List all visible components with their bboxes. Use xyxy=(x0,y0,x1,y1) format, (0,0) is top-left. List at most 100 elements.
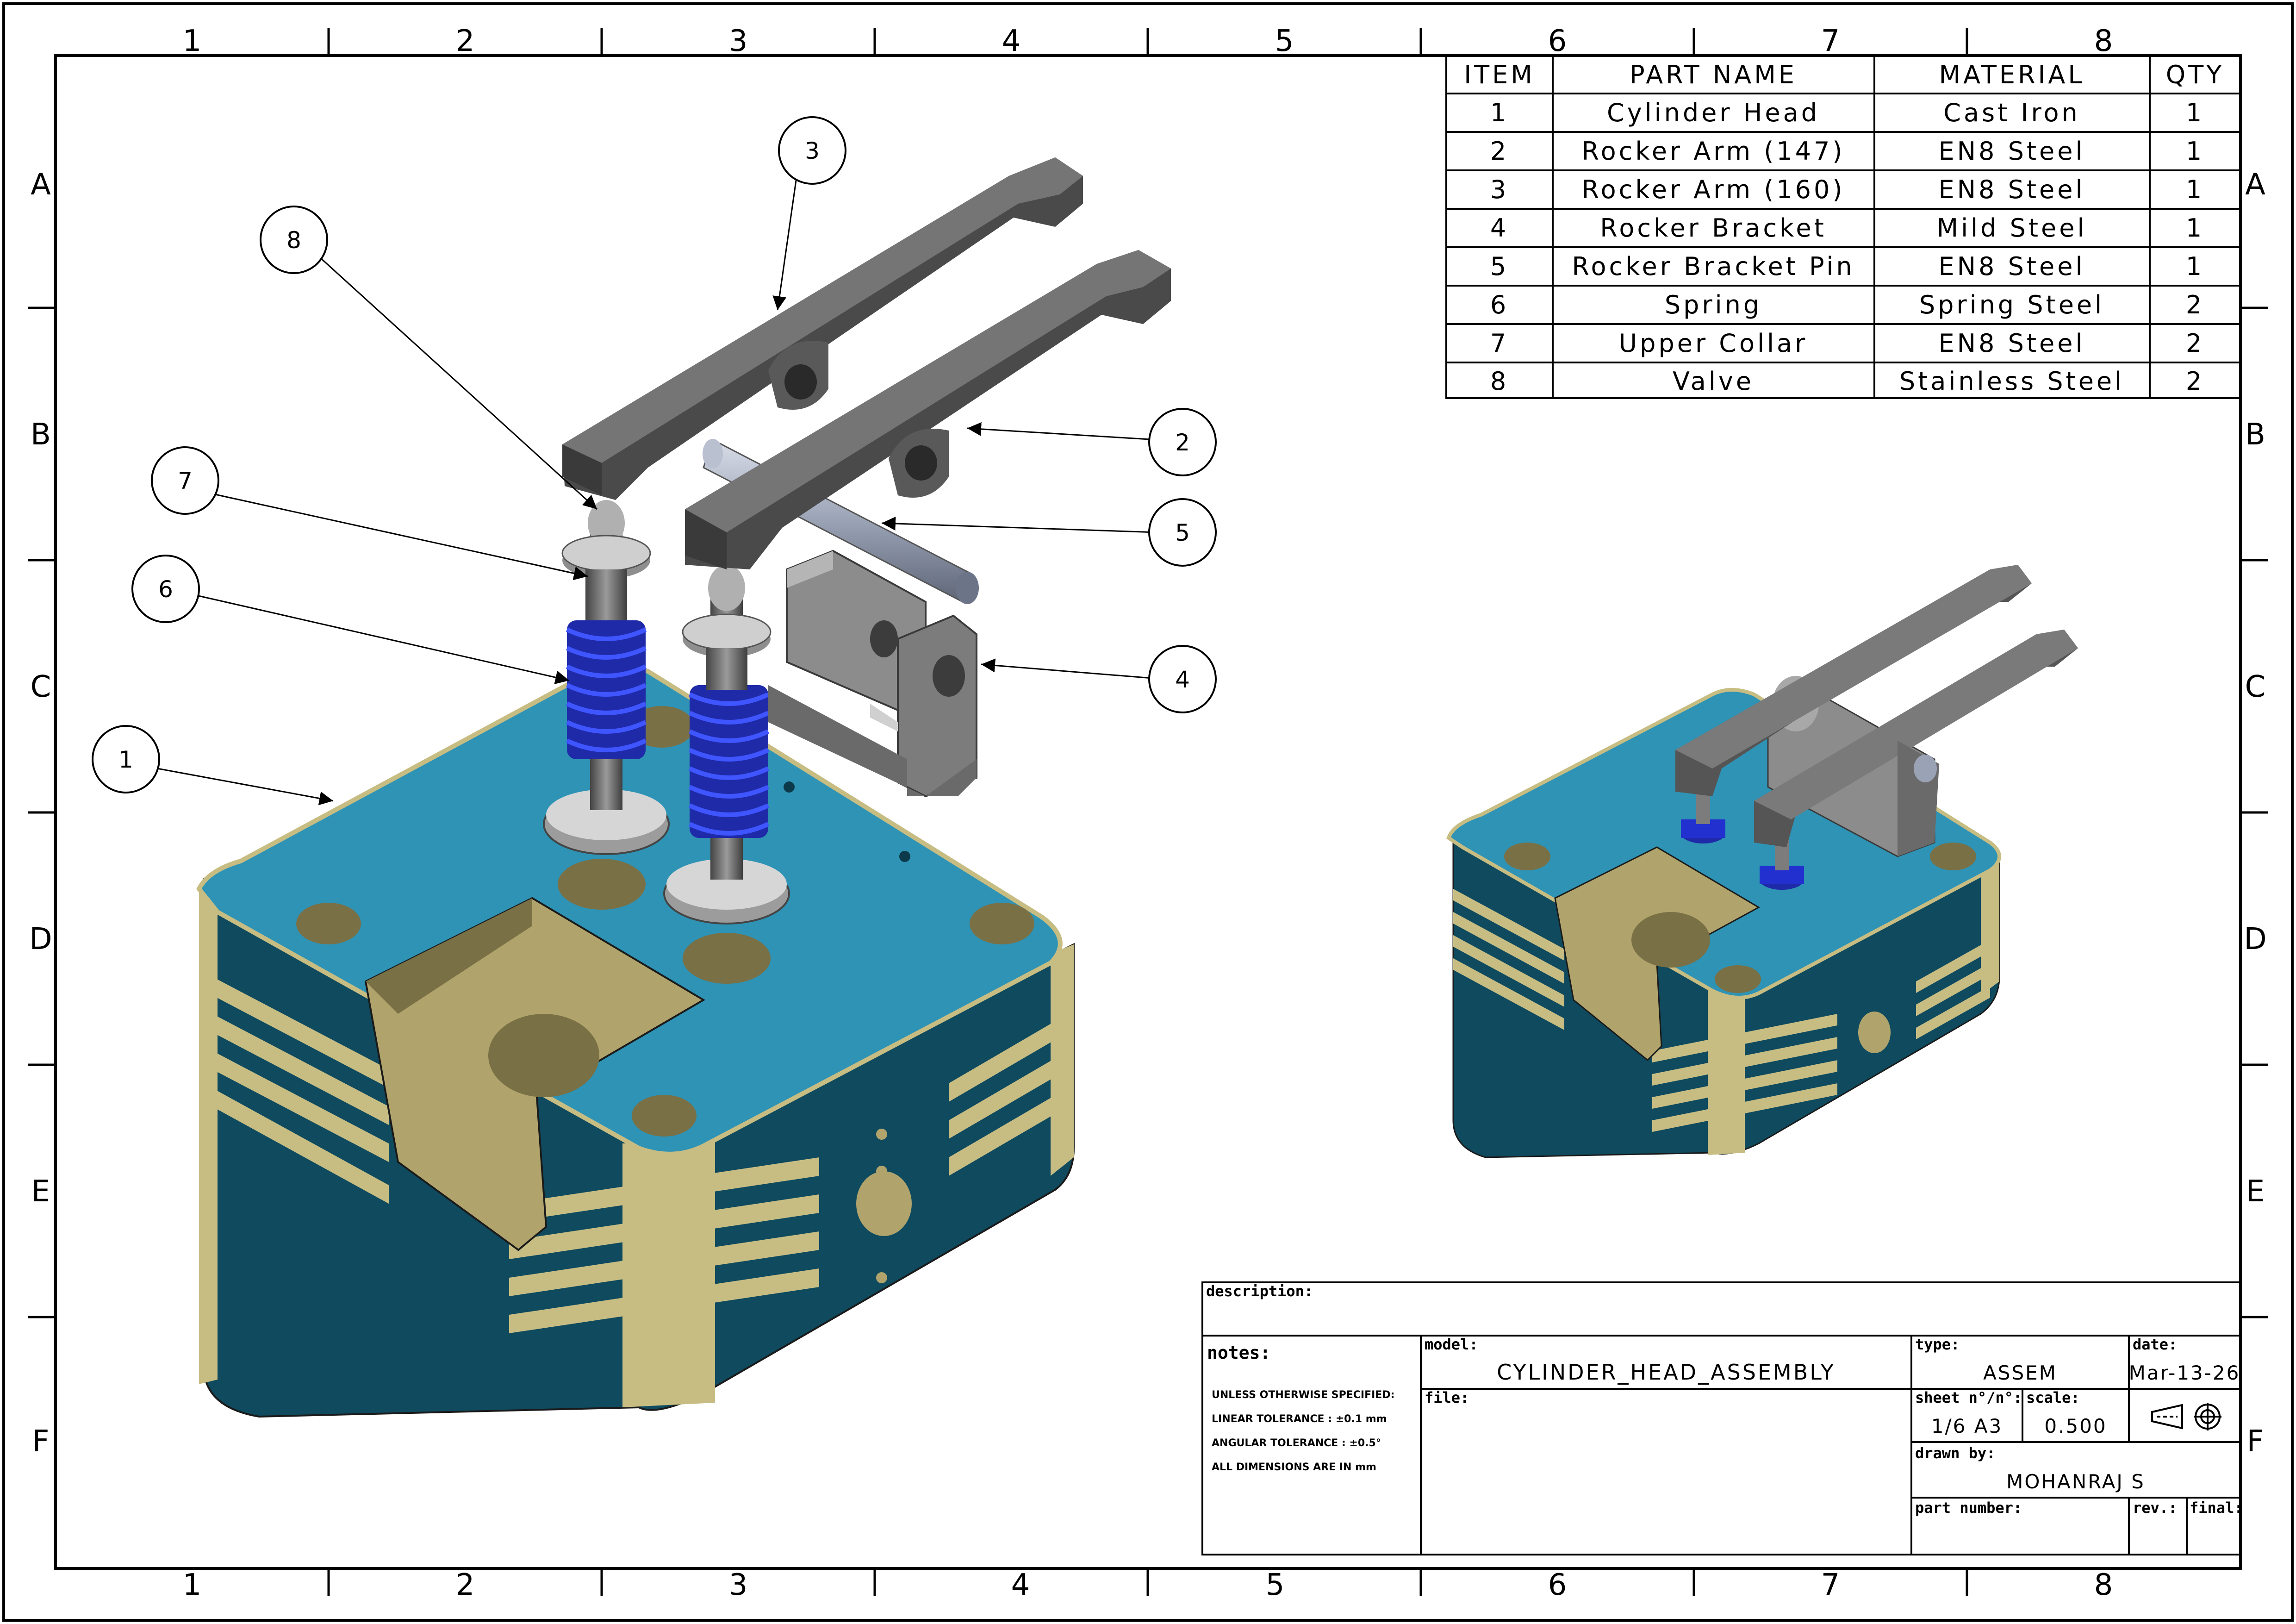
bom-cell-qty: 1 xyxy=(2186,137,2204,166)
zone-col-bottom-1: 1 xyxy=(183,1568,202,1602)
balloon-1: 1 xyxy=(92,725,160,793)
zone-labels: 1 2 3 4 5 6 7 8 1 2 3 4 5 6 7 8 A B C D … xyxy=(29,24,2266,1602)
file-label: file: xyxy=(1425,1389,1469,1406)
svg-text:4: 4 xyxy=(1175,666,1190,693)
rev-label: rev.: xyxy=(2133,1499,2177,1517)
bom-cell-material: Cast Iron xyxy=(1943,98,2080,127)
exploded-assembly-view[interactable]: 3 8 2 5 4 7 6 1 xyxy=(92,116,1217,1418)
spring-left xyxy=(566,620,647,759)
zone-row-left-B: B xyxy=(31,418,51,452)
part-number-label: part number: xyxy=(1915,1499,2022,1517)
final-label: final: xyxy=(2190,1499,2243,1517)
description-label: description: xyxy=(1206,1282,1313,1300)
bom-cell-item: 3 xyxy=(1490,175,1509,204)
sheet-value: 1/6 A3 xyxy=(1931,1415,2003,1437)
zone-row-right-C: C xyxy=(2245,670,2266,704)
notes-label: notes: xyxy=(1207,1343,1270,1363)
svg-text:7: 7 xyxy=(178,468,193,494)
bom-cell-qty: 1 xyxy=(2186,175,2204,204)
svg-text:2: 2 xyxy=(1175,429,1190,456)
type-value: ASSEM xyxy=(1983,1362,2057,1384)
bom-cell-material: Spring Steel xyxy=(1919,290,2104,319)
balloon-8: 8 xyxy=(260,206,328,274)
type-label: type: xyxy=(1915,1336,1960,1353)
bom-cell-item: 7 xyxy=(1490,329,1509,358)
balloon-3: 3 xyxy=(778,116,846,185)
bom-cell-item: 5 xyxy=(1490,252,1509,281)
model-label: model: xyxy=(1425,1336,1478,1353)
zone-col-bottom-5: 5 xyxy=(1266,1568,1285,1602)
bom-cell-part-name: Rocker Bracket xyxy=(1600,213,1827,243)
note-line-3: ANGULAR TOLERANCE : ±0.5° xyxy=(1212,1437,1381,1449)
svg-text:5: 5 xyxy=(1175,519,1190,546)
zone-row-right-B: B xyxy=(2245,418,2265,452)
bom-header-material: MATERIAL xyxy=(1939,60,2085,89)
bom-header-item: ITEM xyxy=(1464,60,1535,89)
zone-row-left-C: C xyxy=(31,670,51,704)
bom-cell-material: EN8 Steel xyxy=(1939,329,2085,358)
zone-col-bottom-2: 2 xyxy=(456,1568,475,1602)
zone-col-top-4: 4 xyxy=(1002,24,1021,58)
zone-row-right-F: F xyxy=(2247,1424,2264,1459)
rocker-arm-160 xyxy=(562,157,1083,500)
zone-col-bottom-7: 7 xyxy=(1821,1568,1840,1602)
bom-cell-qty: 2 xyxy=(2186,290,2204,319)
cylinder-head xyxy=(196,664,1075,1418)
zone-col-top-3: 3 xyxy=(729,24,748,58)
zone-col-bottom-3: 3 xyxy=(729,1568,748,1602)
bom-cell-item: 6 xyxy=(1490,290,1509,319)
bom-cell-material: Mild Steel xyxy=(1937,213,2087,243)
bom-cell-qty: 2 xyxy=(2186,367,2204,396)
bom-cell-part-name: Spring xyxy=(1665,290,1762,319)
spring-right xyxy=(688,685,770,838)
bom-cell-part-name: Rocker Arm (147) xyxy=(1582,137,1845,166)
rocker-bracket xyxy=(768,550,977,798)
bom-header-qty: QTY xyxy=(2166,60,2224,89)
scale-value: 0.500 xyxy=(2044,1415,2107,1437)
zone-row-left-F: F xyxy=(32,1424,50,1459)
date-label: date: xyxy=(2133,1336,2177,1353)
bom-cell-item: 1 xyxy=(1490,98,1509,127)
bom-cell-part-name: Upper Collar xyxy=(1619,329,1808,358)
sheet-label: sheet n°/n°: xyxy=(1915,1389,2022,1406)
zone-col-bottom-6: 6 xyxy=(1548,1568,1567,1602)
bom-cell-part-name: Rocker Bracket Pin xyxy=(1572,252,1854,281)
note-line-2: LINEAR TOLERANCE : ±0.1 mm xyxy=(1212,1413,1387,1425)
bom-cell-part-name: Cylinder Head xyxy=(1607,98,1820,127)
zone-col-top-8: 8 xyxy=(2094,24,2113,58)
svg-text:6: 6 xyxy=(158,576,173,603)
assembled-view[interactable] xyxy=(1446,565,2078,1158)
drawn-by-value: MOHANRAJ S xyxy=(2006,1470,2145,1493)
leader-lines xyxy=(157,180,1157,806)
bom-cell-qty: 2 xyxy=(2186,329,2204,358)
zone-col-top-6: 6 xyxy=(1548,24,1567,58)
bom-header-part-name: PART NAME xyxy=(1630,60,1797,89)
bill-of-materials-table: ITEM PART NAME MATERIAL QTY 1 Cylinder H… xyxy=(1445,55,2241,399)
zone-col-top-1: 1 xyxy=(183,24,202,58)
bom-cell-material: EN8 Steel xyxy=(1939,137,2085,166)
balloon-7: 7 xyxy=(151,446,219,515)
date-value: Mar-13-26 xyxy=(2129,1362,2240,1384)
scale-label: scale: xyxy=(2026,1389,2080,1406)
bom-cell-item: 4 xyxy=(1490,213,1509,243)
zone-ticks xyxy=(28,28,2268,1596)
bom-cell-part-name: Valve xyxy=(1673,367,1754,396)
zone-row-right-E: E xyxy=(2246,1174,2265,1209)
model-name: CYLINDER_HEAD_ASSEMBLY xyxy=(1497,1360,1836,1385)
zone-col-top-2: 2 xyxy=(456,24,475,58)
bom-cell-item: 8 xyxy=(1490,367,1509,396)
zone-col-top-5: 5 xyxy=(1275,24,1294,58)
zone-col-bottom-4: 4 xyxy=(1011,1568,1030,1602)
svg-text:8: 8 xyxy=(286,227,301,254)
balloon-4: 4 xyxy=(1148,645,1217,713)
bom-cell-material: Stainless Steel xyxy=(1899,367,2124,396)
balloon-6: 6 xyxy=(131,555,200,623)
projection-symbol-icon xyxy=(2151,1403,2221,1430)
bom-cell-material: EN8 Steel xyxy=(1939,252,2085,281)
note-line-1: UNLESS OTHERWISE SPECIFIED: xyxy=(1212,1389,1394,1401)
zone-col-bottom-8: 8 xyxy=(2094,1568,2113,1602)
zone-row-right-D: D xyxy=(2244,922,2266,956)
bom-cell-item: 2 xyxy=(1490,137,1509,166)
zone-row-left-A: A xyxy=(31,168,51,202)
zone-col-top-7: 7 xyxy=(1821,24,1840,58)
